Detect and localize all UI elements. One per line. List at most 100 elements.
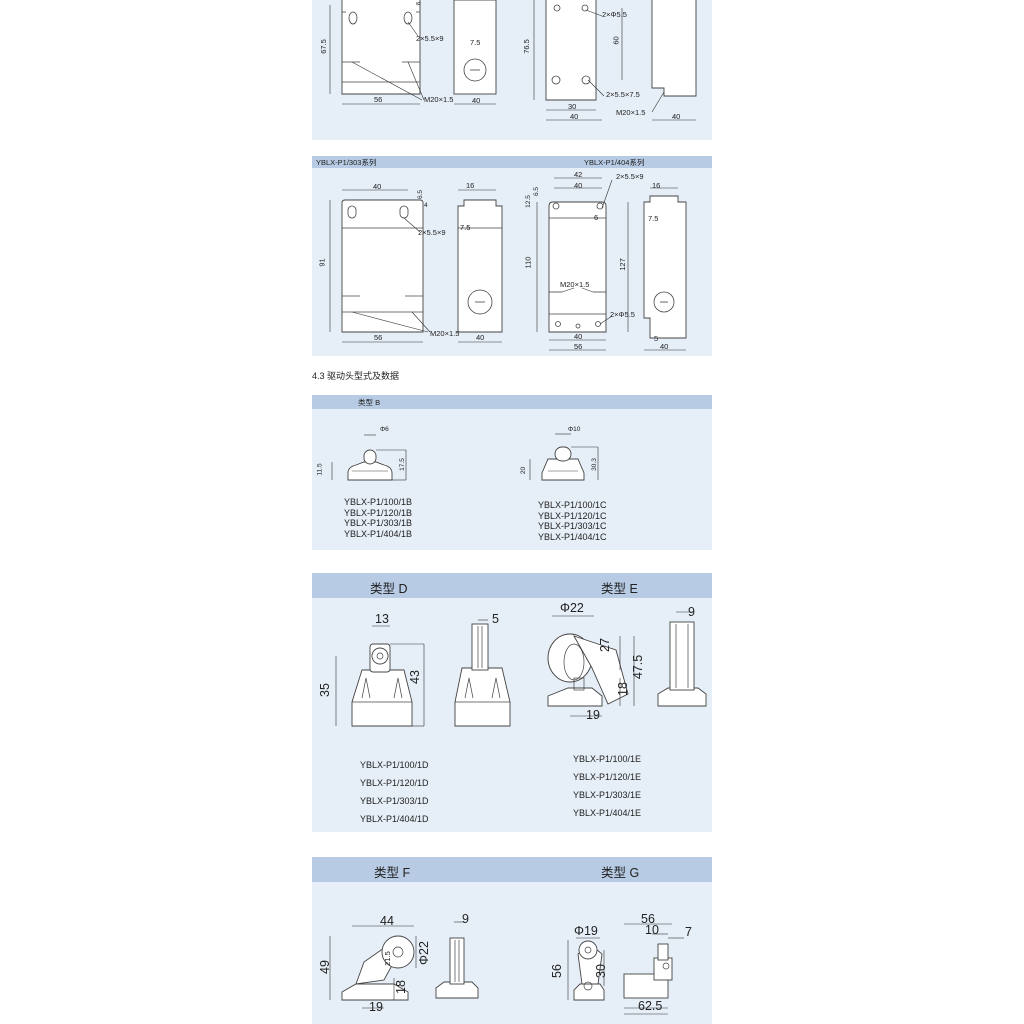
dim-2phi55-404: 2×Φ5.5 xyxy=(610,310,635,319)
dim-35: 35 xyxy=(317,683,332,697)
dimension-panel-top: 67.5 56 2×5.5×9 7.5 M20×1.5 40 76.5 60 2… xyxy=(312,0,712,140)
dim-42: 42 xyxy=(574,170,583,179)
dim-127: 127 xyxy=(617,258,627,271)
series-303-title: YBLX-P1/303系列 xyxy=(316,158,377,167)
dim-m20b: M20×1.5 xyxy=(616,108,646,117)
models-type-c: YBLX-P1/100/1C YBLX-P1/120/1C YBLX-P1/30… xyxy=(538,500,607,542)
dim-30-3: 30.3 xyxy=(590,458,598,471)
dim-2x55x75: 2×5.5×7.5 xyxy=(606,90,640,99)
dim-2x55x9-303: 2×5.5×9 xyxy=(418,228,446,237)
type-d-title: 类型 D xyxy=(370,582,408,596)
dim-40-404: 40 xyxy=(574,181,583,190)
dim-7-5-303: 7.5 xyxy=(460,223,471,232)
type-g-title: 类型 G xyxy=(601,866,640,880)
type-b-header: 类型 B xyxy=(312,395,712,409)
dim-30: 30 xyxy=(568,102,577,111)
dim-56-404: 56 xyxy=(574,342,583,351)
dim-27: 27 xyxy=(597,638,612,652)
type-f-g-header: 类型 F 类型 G xyxy=(312,857,712,882)
dim-62-5: 62.5 xyxy=(638,999,663,1013)
dim-91: 91 xyxy=(317,258,327,267)
type-b-panel: Φ6 11.5 17.5 Φ10 20 30.3 YBLX-P1/100/1B … xyxy=(312,409,712,550)
series-404-title: YBLX-P1/404系列 xyxy=(584,158,645,167)
model-1b-100: YBLX-P1/100/1B xyxy=(344,497,413,507)
dim-60: 60 xyxy=(611,36,621,45)
dim-phi19: Φ19 xyxy=(574,924,598,938)
model-1b-120: YBLX-P1/120/1B xyxy=(344,507,413,518)
dim-4: 4 xyxy=(424,202,428,209)
models-type-e: YBLX-P1/100/1E YBLX-P1/120/1E YBLX-P1/30… xyxy=(573,750,641,822)
type-d-e-drawing xyxy=(335,611,707,727)
model-1e-404: YBLX-P1/404/1E xyxy=(573,808,642,818)
dim-9: 9 xyxy=(688,605,695,619)
model-1e-120: YBLX-P1/120/1E xyxy=(573,772,642,782)
model-1e-100: YBLX-P1/100/1E xyxy=(573,754,642,764)
dim-110: 110 xyxy=(523,256,533,269)
dim-49: 49 xyxy=(317,960,332,974)
dim-40c: 40 xyxy=(672,112,681,121)
dim-18: 18 xyxy=(615,682,630,696)
dim-21-5: 21.5 xyxy=(382,951,392,966)
dimension-panel-303-404: 40 6.5 4 16 2×5.5×9 7.5 91 56 M20×1.5 40… xyxy=(312,168,712,356)
dim-40-404-side: 40 xyxy=(660,342,669,351)
model-1d-120: YBLX-P1/120/1D xyxy=(360,778,429,788)
dim-2x55x9: 2×5.5×9 xyxy=(416,34,444,43)
dim-40b: 40 xyxy=(570,112,579,121)
dim-43: 43 xyxy=(407,670,422,684)
dim-5-404: 5 xyxy=(654,334,659,343)
type-d-e-panel: 13 5 35 43 Φ22 27 47.5 18 19 9 YBLX-P1/1… xyxy=(312,598,712,832)
model-1b-303: YBLX-P1/303/1B xyxy=(344,518,413,528)
dim-76-5: 76.5 xyxy=(521,39,531,54)
dim-6-5: 6.5 xyxy=(417,189,425,200)
section-header-303-404: YBLX-P1/303系列 YBLX-P1/404系列 xyxy=(312,156,712,168)
type-f-g-drawing xyxy=(329,921,684,1015)
dim-m20: M20×1.5 xyxy=(424,95,454,104)
dim-16-303: 16 xyxy=(466,181,475,190)
dim-2phi55: 2×Φ5.5 xyxy=(602,10,627,19)
dim-2x55x9-404: 2×5.5×9 xyxy=(616,172,644,181)
model-1d-100: YBLX-P1/100/1D xyxy=(360,760,429,770)
dim-m20-303: M20×1.5 xyxy=(430,329,460,338)
dim-10-g: 10 xyxy=(645,923,659,937)
section-title: 4.3 驱动头型式及数据 xyxy=(312,371,400,381)
dim-16-404: 16 xyxy=(652,181,661,190)
dim-56-g-left: 56 xyxy=(549,964,564,978)
dim-7-5-404: 7.5 xyxy=(648,214,659,223)
dim-13: 13 xyxy=(375,612,389,626)
dim-40a: 40 xyxy=(472,96,481,105)
type-b-title: 类型 B xyxy=(358,398,381,407)
dim-56-g-top: 56 xyxy=(641,912,655,926)
dim-67-5: 67.5 xyxy=(318,39,328,54)
type-b-drawing xyxy=(331,433,599,481)
dim-47-5: 47.5 xyxy=(631,654,646,680)
models-type-b: YBLX-P1/100/1B YBLX-P1/120/1B YBLX-P1/30… xyxy=(344,497,412,539)
model-1e-303: YBLX-P1/303/1E xyxy=(573,790,642,800)
dim-phi22-f: Φ22 xyxy=(416,941,431,965)
model-1c-120: YBLX-P1/120/1C xyxy=(538,510,607,521)
dim-18-f: 18 xyxy=(393,980,408,994)
dim-7-5: 7.5 xyxy=(470,38,481,47)
dim-9-f: 9 xyxy=(462,912,469,926)
type-d-e-header: 类型 D 类型 E xyxy=(312,573,712,598)
type-f-title: 类型 F xyxy=(374,866,411,880)
dim-phi6: Φ6 xyxy=(380,426,389,433)
dim-12-5: 12.5 xyxy=(524,195,532,208)
dim-phi22: Φ22 xyxy=(560,601,584,615)
dim-19: 19 xyxy=(586,708,600,722)
dim-7-g: 7 xyxy=(685,925,692,939)
dim-6-5-404: 6.5 xyxy=(533,186,541,197)
drawing-panel-303-404 xyxy=(329,177,687,351)
dim-56-303: 56 xyxy=(374,333,383,342)
dim-30-g: 30 xyxy=(593,964,608,978)
model-1d-303: YBLX-P1/303/1D xyxy=(360,796,429,806)
dim-40-404-bottom: 40 xyxy=(574,332,583,341)
dim-m20-404: M20×1.5 xyxy=(560,280,590,289)
dim-44: 44 xyxy=(380,914,394,928)
dim-6: 6 xyxy=(415,1,423,6)
model-1c-404: YBLX-P1/404/1C xyxy=(538,531,607,542)
model-1c-100: YBLX-P1/100/1C xyxy=(538,500,607,510)
dim-phi10: Φ10 xyxy=(568,426,581,433)
dim-40-top: 40 xyxy=(373,182,382,191)
dim-5: 5 xyxy=(492,612,499,626)
drawing-panel-top xyxy=(329,0,697,121)
